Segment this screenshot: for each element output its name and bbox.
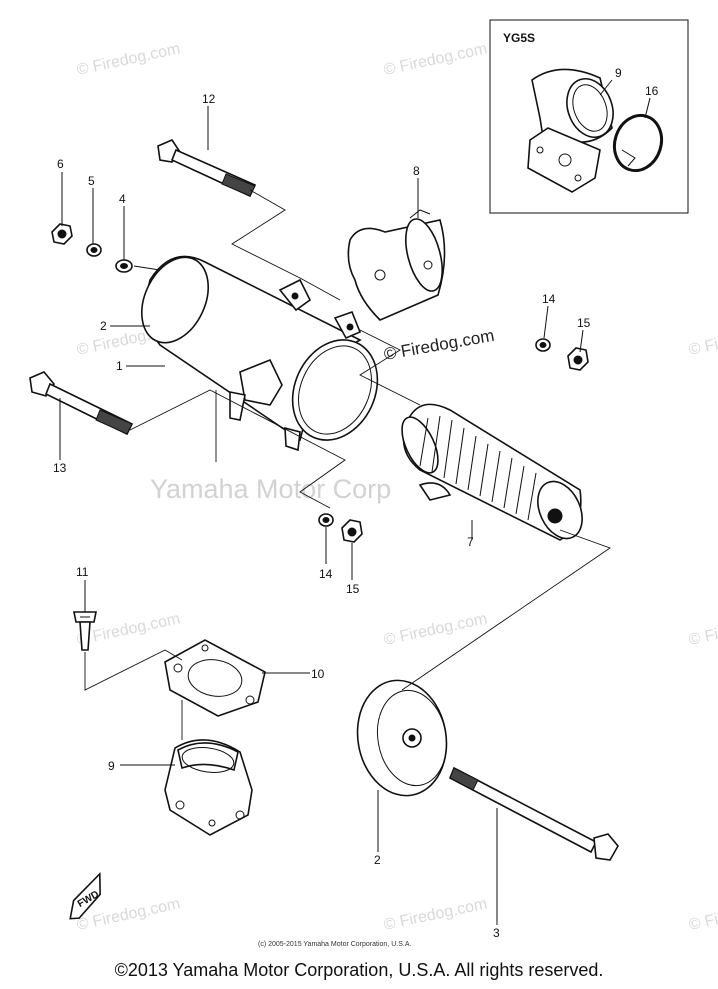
element-7 bbox=[401, 403, 583, 541]
callout-7: 7 bbox=[467, 535, 474, 549]
inset-yg5s: YG5S 9 16 bbox=[489, 19, 689, 214]
firedog-watermark: © Firedog.com bbox=[382, 895, 488, 933]
inset-label: YG5S bbox=[503, 31, 535, 45]
callout-2-upper: 2 bbox=[100, 319, 107, 333]
washer-4 bbox=[115, 259, 133, 273]
firedog-watermark: © Firedog.com bbox=[382, 40, 488, 78]
callout-2-lower: 2 bbox=[374, 853, 381, 867]
inset-callout-9: 9 bbox=[615, 66, 622, 80]
firedog-center-watermark: © Firedog.com bbox=[382, 326, 495, 364]
nut-15-upper bbox=[567, 347, 589, 371]
callout-15-upper: 15 bbox=[577, 316, 591, 330]
firedog-watermark: © Firedog.com bbox=[687, 895, 718, 933]
inset-clamp-ring bbox=[612, 113, 664, 173]
firedog-watermark: © Firedog.com bbox=[687, 320, 718, 358]
callout-10: 10 bbox=[311, 667, 325, 681]
joint-9 bbox=[164, 739, 253, 836]
callout-4: 4 bbox=[119, 192, 126, 206]
callout-8: 8 bbox=[413, 164, 420, 178]
nut-15-lower bbox=[341, 519, 363, 543]
cover-2-lower bbox=[356, 679, 448, 797]
callout-9: 9 bbox=[108, 759, 115, 773]
leader-lines bbox=[59, 106, 584, 925]
screw-11 bbox=[73, 611, 97, 651]
joint-8 bbox=[347, 209, 446, 321]
air-cleaner-case bbox=[141, 255, 379, 452]
inset-frame bbox=[489, 19, 689, 214]
assembly-lines bbox=[84, 189, 611, 740]
callout-12: 12 bbox=[202, 92, 216, 106]
callout-15-lower: 15 bbox=[346, 582, 360, 596]
callout-3: 3 bbox=[493, 926, 500, 940]
bolt-12 bbox=[157, 139, 257, 198]
washer-14-lower bbox=[318, 513, 334, 527]
footer-copyright: ©2013 Yamaha Motor Corporation, U.S.A. A… bbox=[114, 960, 604, 980]
element-pleats bbox=[419, 415, 537, 521]
callouts: 12 6 5 4 8 2 1 14 15 13 7 14 15 11 10 9 … bbox=[53, 92, 591, 940]
washer-5 bbox=[86, 243, 102, 257]
small-copyright: (c) 2005-2015 Yamaha Motor Corporation, … bbox=[258, 941, 411, 948]
callout-6: 6 bbox=[57, 157, 64, 171]
inset-callout-16: 16 bbox=[645, 84, 659, 98]
callout-14-upper: 14 bbox=[542, 292, 556, 306]
firedog-watermark: © Firedog.com bbox=[382, 610, 488, 648]
bolt-13 bbox=[29, 371, 134, 436]
firedog-watermark: © Firedog.com bbox=[75, 40, 181, 78]
bolt-3 bbox=[448, 766, 619, 861]
yamaha-watermark: Yamaha Motor Corp bbox=[150, 474, 391, 504]
firedog-watermark: © Firedog.com bbox=[687, 610, 718, 648]
callout-1: 1 bbox=[116, 359, 123, 373]
callout-13: 13 bbox=[53, 461, 67, 475]
callout-5: 5 bbox=[88, 174, 95, 188]
nut-6 bbox=[51, 223, 73, 245]
callout-14-lower: 14 bbox=[319, 567, 333, 581]
callout-11: 11 bbox=[76, 565, 89, 579]
washer-14-upper bbox=[535, 338, 551, 352]
inset-intake-body bbox=[527, 68, 614, 193]
gasket-10 bbox=[164, 639, 266, 717]
